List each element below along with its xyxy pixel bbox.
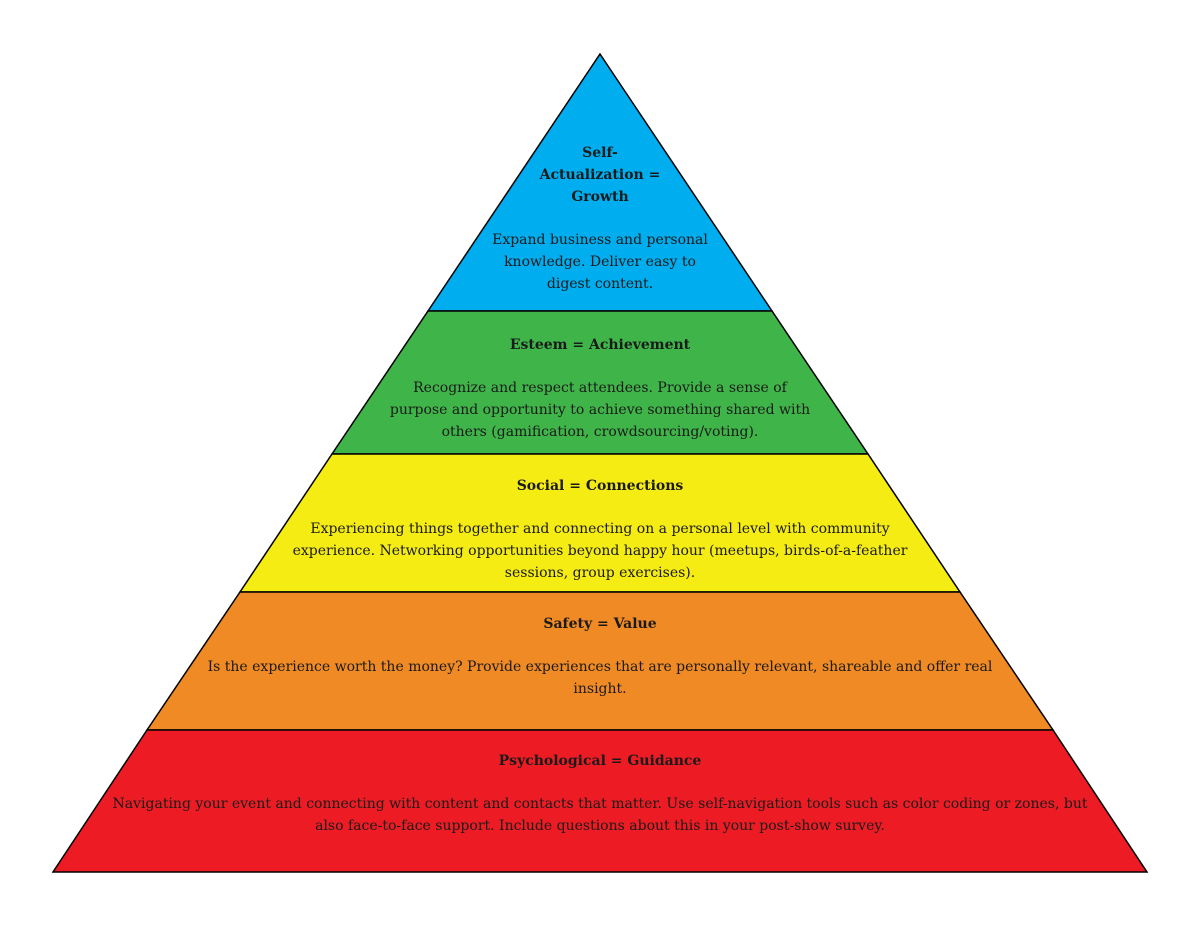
tier-social: Social = Connections Experiencing things… bbox=[290, 475, 910, 584]
tier-title: Social = Connections bbox=[516, 478, 684, 494]
tier-title: Safety = Value bbox=[543, 616, 657, 632]
tier-title: Esteem = Achievement bbox=[509, 337, 691, 353]
tier-self-actualization: Self-Actualization = Growth Expand busin… bbox=[480, 142, 720, 295]
tier-description: Recognize and respect attendees. Provide… bbox=[389, 380, 811, 440]
tier-psychological: Psychological = Guidance Navigating your… bbox=[110, 750, 1090, 837]
tier-description: Expand business and personal knowledge. … bbox=[492, 232, 708, 292]
tier-description: Navigating your event and connecting wit… bbox=[112, 796, 1088, 834]
tier-esteem: Esteem = Achievement Recognize and respe… bbox=[385, 334, 815, 443]
tier-safety: Safety = Value Is the experience worth t… bbox=[200, 613, 1000, 700]
tier-description: Experiencing things together and connect… bbox=[292, 521, 908, 581]
tier-title: Self-Actualization = Growth bbox=[539, 145, 661, 205]
tier-title: Psychological = Guidance bbox=[498, 753, 702, 769]
tier-description: Is the experience worth the money? Provi… bbox=[207, 659, 993, 697]
tier-5-shape bbox=[51, 729, 1149, 873]
